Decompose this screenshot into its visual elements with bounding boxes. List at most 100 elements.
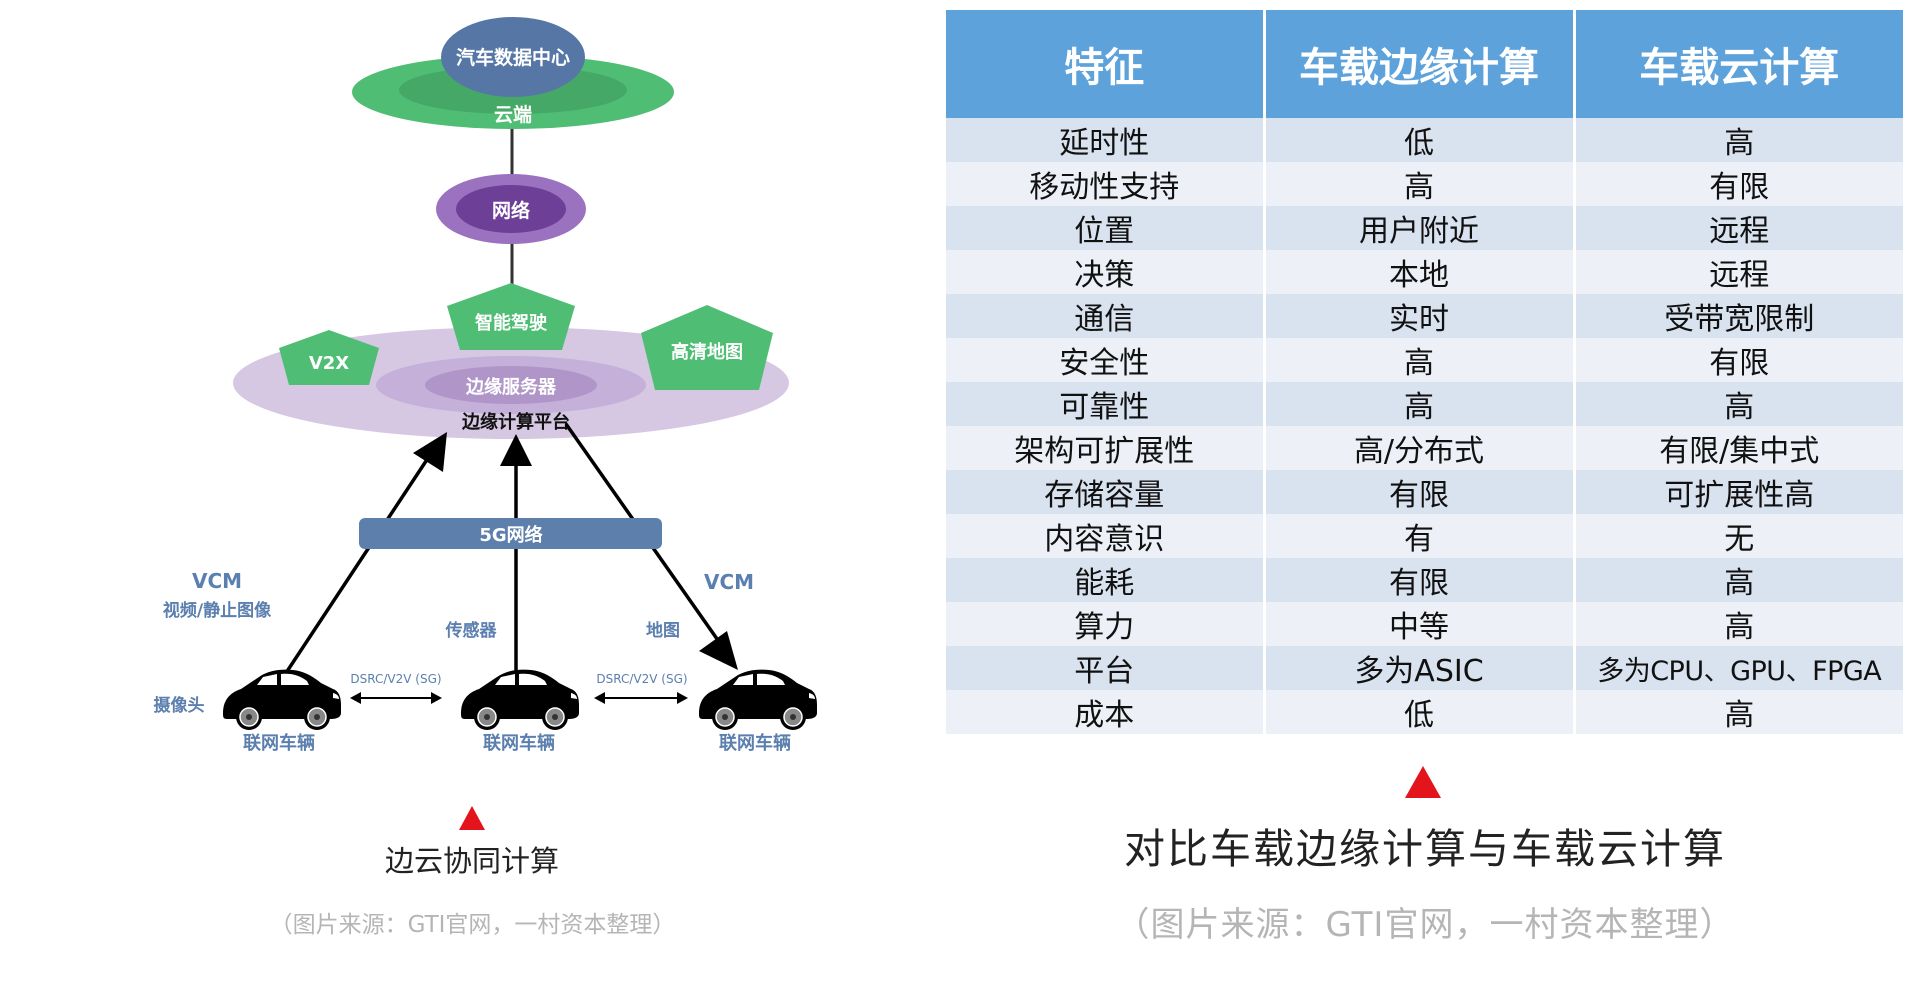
cloud-label: 云端 <box>494 103 532 126</box>
cell-vehicle-edge: 多为ASIC <box>1264 646 1576 690</box>
service-v2x-label: V2X <box>309 353 349 374</box>
table-header-row: 特征 车载边缘计算 车载云计算 <box>946 10 1903 118</box>
cell-feature: 能耗 <box>946 558 1266 602</box>
dsrc-link-head-1a <box>350 692 361 704</box>
cell-vehicle-cloud: 有限 <box>1574 162 1903 206</box>
arrowhead-left <box>413 432 447 472</box>
cell-vehicle-cloud: 有限 <box>1574 338 1903 382</box>
table-row: 能耗有限高 <box>946 558 1903 602</box>
cell-vehicle-edge: 用户附近 <box>1264 206 1576 250</box>
table-row: 位置用户附近远程 <box>946 206 1903 250</box>
vehicle-label-center: 联网车辆 <box>483 732 555 754</box>
comparison-table-container: 特征 车载边缘计算 车载云计算 延时性低高移动性支持高有限位置用户附近远程决策本… <box>946 10 1903 734</box>
cell-vehicle-cloud: 有限/集中式 <box>1574 426 1903 470</box>
cell-feature: 成本 <box>946 690 1266 734</box>
table-row: 成本低高 <box>946 690 1903 734</box>
camera-label: 摄像头 <box>154 695 205 716</box>
table-row: 内容意识有无 <box>946 514 1903 558</box>
right-source: （图片来源：GTI官网，一村资本整理） <box>1115 905 1735 945</box>
cell-feature: 移动性支持 <box>946 162 1266 206</box>
network-label: 网络 <box>492 199 530 222</box>
dsrc-link-head-1b <box>431 692 442 704</box>
right-caption: 对比车载边缘计算与车载云计算 <box>1124 825 1726 873</box>
service-autonomous-driving-shape <box>447 283 575 350</box>
left-source: （图片来源：GTI官网，一村资本整理） <box>269 912 676 938</box>
table-row: 存储容量有限可扩展性高 <box>946 470 1903 514</box>
cell-vehicle-edge: 高 <box>1264 382 1576 426</box>
cell-feature: 安全性 <box>946 338 1266 382</box>
data-center-label: 汽车数据中心 <box>456 46 570 69</box>
dsrc-link-label-1: DSRC/V2V (SG) <box>350 672 441 686</box>
arrow-left-up <box>278 451 434 683</box>
cell-feature: 存储容量 <box>946 470 1266 514</box>
service-hd-map-label: 高清地图 <box>671 341 743 363</box>
caption-marker-right <box>1405 766 1441 798</box>
comparison-table: 特征 车载边缘计算 车载云计算 延时性低高移动性支持高有限位置用户附近远程决策本… <box>946 10 1903 734</box>
cell-vehicle-cloud: 无 <box>1574 514 1903 558</box>
cell-vehicle-cloud: 高 <box>1574 690 1903 734</box>
bar-5g-network <box>359 518 662 549</box>
cell-feature: 可靠性 <box>946 382 1266 426</box>
cell-vehicle-edge: 本地 <box>1264 250 1576 294</box>
cell-vehicle-edge: 实时 <box>1264 294 1576 338</box>
network-ellipse-inner <box>456 185 566 233</box>
cell-vehicle-cloud: 高 <box>1574 602 1903 646</box>
table-row: 移动性支持高有限 <box>946 162 1903 206</box>
cell-feature: 延时性 <box>946 118 1266 162</box>
data-center-ellipse <box>441 17 585 97</box>
cell-vehicle-cloud: 远程 <box>1574 250 1903 294</box>
table-row: 架构可扩展性高/分布式有限/集中式 <box>946 426 1903 470</box>
vehicle-icon-left <box>222 668 342 731</box>
header-vehicle-edge: 车载边缘计算 <box>1264 10 1576 118</box>
cell-feature: 架构可扩展性 <box>946 426 1266 470</box>
cell-vehicle-cloud: 高 <box>1574 382 1903 426</box>
table-row: 决策本地远程 <box>946 250 1903 294</box>
dsrc-link-head-2b <box>677 692 688 704</box>
cell-vehicle-edge: 高 <box>1264 338 1576 382</box>
arrowhead-center <box>500 434 532 466</box>
cell-feature: 决策 <box>946 250 1266 294</box>
cell-feature: 平台 <box>946 646 1266 690</box>
cell-feature: 位置 <box>946 206 1266 250</box>
left-caption: 边云协同计算 <box>384 844 559 878</box>
vcm-left-sub-label: 视频/静止图像 <box>163 600 272 621</box>
cell-vehicle-cloud: 受带宽限制 <box>1574 294 1903 338</box>
header-vehicle-cloud: 车载云计算 <box>1574 10 1903 118</box>
dsrc-link-head-2a <box>594 692 605 704</box>
cell-vehicle-edge: 有限 <box>1264 558 1576 602</box>
cell-vehicle-cloud: 高 <box>1574 558 1903 602</box>
cell-vehicle-cloud: 多为CPU、GPU、FPGA <box>1574 646 1903 690</box>
edge-platform-label: 边缘计算平台 <box>461 411 570 433</box>
table-row: 延时性低高 <box>946 118 1903 162</box>
cell-vehicle-cloud: 可扩展性高 <box>1574 470 1903 514</box>
vehicle-icon-right <box>698 668 818 731</box>
cell-vehicle-cloud: 高 <box>1574 118 1903 162</box>
service-v2x-shape <box>279 330 379 385</box>
edge-cloud-diagram: 汽车数据中心 云端 网络 边缘服务器 边缘计算平台 智能驾驶 V2X 高清地图 … <box>154 17 818 754</box>
cell-vehicle-edge: 高 <box>1264 162 1576 206</box>
arrowhead-right <box>699 631 738 670</box>
cell-vehicle-edge: 中等 <box>1264 602 1576 646</box>
cell-vehicle-edge: 有限 <box>1264 470 1576 514</box>
cell-vehicle-edge: 高/分布式 <box>1264 426 1576 470</box>
edge-server-ellipse-inner <box>425 366 597 404</box>
bar-5g-label: 5G网络 <box>479 524 542 546</box>
vehicle-label-right: 联网车辆 <box>719 732 791 754</box>
vcm-right-label: VCM <box>704 570 754 594</box>
table-row: 安全性高有限 <box>946 338 1903 382</box>
table-row: 通信实时受带宽限制 <box>946 294 1903 338</box>
cell-feature: 通信 <box>946 294 1266 338</box>
cell-vehicle-edge: 低 <box>1264 118 1576 162</box>
table-row: 算力中等高 <box>946 602 1903 646</box>
service-autonomous-driving-label: 智能驾驶 <box>475 312 547 334</box>
caption-marker-left <box>459 806 485 830</box>
service-hd-map-shape <box>641 305 773 390</box>
vehicle-label-left: 联网车辆 <box>243 732 315 754</box>
map-label: 地图 <box>646 620 680 641</box>
cell-vehicle-edge: 低 <box>1264 690 1576 734</box>
cell-feature: 算力 <box>946 602 1266 646</box>
header-feature: 特征 <box>946 10 1266 118</box>
vcm-left-label: VCM <box>192 569 242 593</box>
table-row: 可靠性高高 <box>946 382 1903 426</box>
